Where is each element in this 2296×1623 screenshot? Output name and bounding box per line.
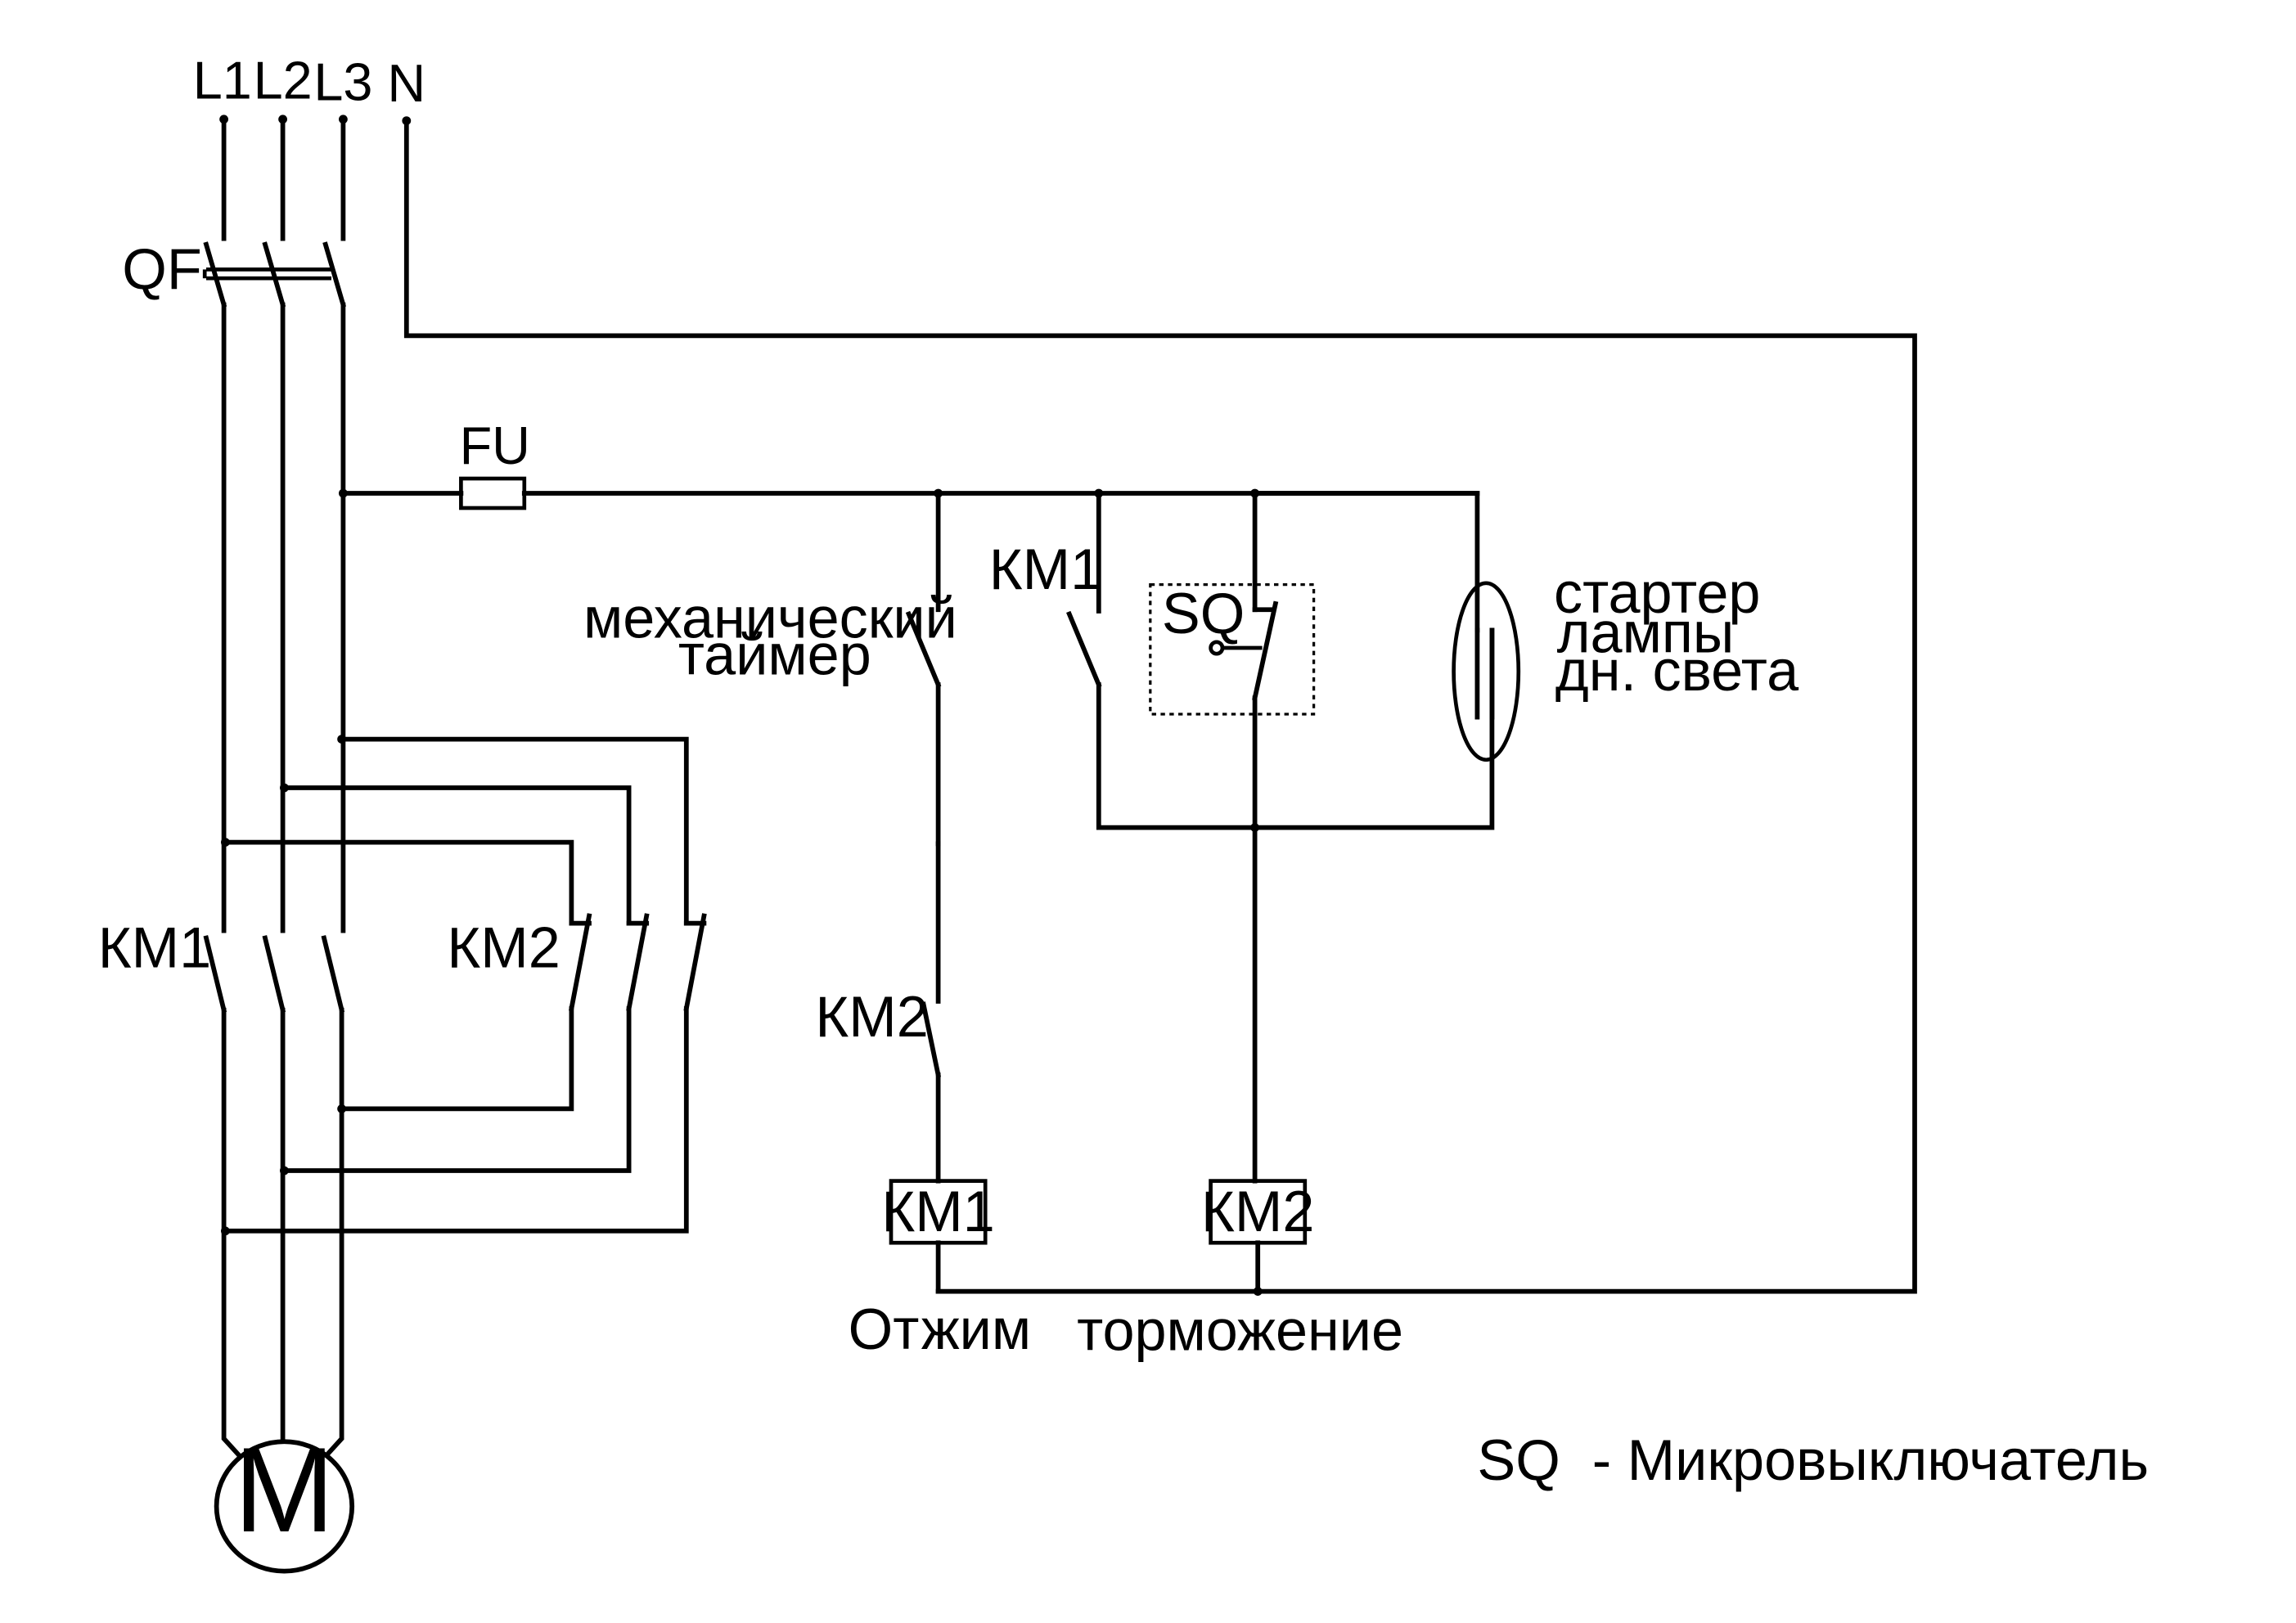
fuse-fu: [459, 476, 527, 510]
starter-label-line1: стартер: [1554, 560, 1760, 625]
sq-junction: [1250, 823, 1259, 832]
starter-feed-wire: [1252, 491, 1480, 633]
motor-feed-wires: [221, 1007, 344, 1459]
sq-microswitch-contact: [1209, 491, 1279, 1184]
km2-contacts-label: КМ2: [447, 915, 560, 980]
caption-brake: торможение: [1077, 1298, 1403, 1363]
legend-text: SQ - Микровыключатель: [1477, 1427, 2149, 1492]
km1-aux-contact: [1066, 491, 1495, 830]
terminal-l1-label: L1: [193, 51, 252, 110]
timer-label-line1: механический: [583, 585, 957, 650]
km2-interlock-contact: [921, 841, 942, 1184]
neutral-wire: [403, 118, 1917, 1294]
motor-symbol: [214, 1439, 355, 1574]
starter-symbol: [1452, 581, 1521, 762]
mechanical-timer-contact: [905, 491, 942, 847]
terminal-l2-label: L2: [254, 51, 313, 110]
breaker-qf: [202, 116, 346, 308]
starter-label-line3: дн. света: [1555, 638, 1799, 703]
terminal-l3-label: L3: [313, 52, 372, 111]
coil-km2-label: КМ2: [1201, 1179, 1314, 1243]
terminal-n-label: N: [387, 53, 425, 113]
sq-microswitch-box: [1149, 582, 1316, 716]
sq-label: SQ: [1162, 581, 1245, 645]
km2-interlock-label: КМ2: [815, 984, 928, 1049]
caption-spin: Отжим: [849, 1297, 1031, 1361]
starter-label-line2: лампы: [1557, 600, 1735, 664]
motor-label: M: [234, 1423, 335, 1558]
fuse-fu-label: FU: [460, 416, 530, 475]
coil-km1-label: КМ1: [881, 1179, 994, 1243]
km1-main-contacts: [203, 935, 345, 1014]
km1-aux-label: КМ1: [989, 537, 1102, 601]
km1-contacts-label: КМ1: [98, 915, 211, 980]
km2-reversing-wires: [221, 736, 689, 1234]
km2-main-contacts: [569, 913, 707, 1012]
breaker-qf-label: QF: [122, 236, 201, 301]
timer-label-line2: таймер: [678, 622, 871, 686]
